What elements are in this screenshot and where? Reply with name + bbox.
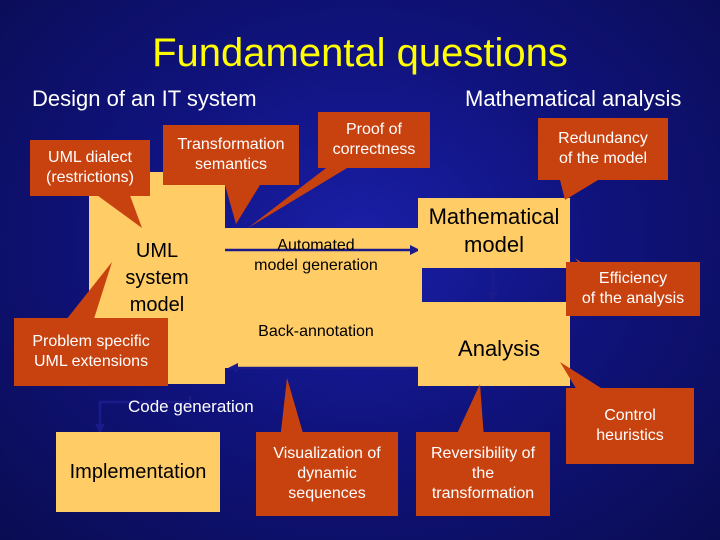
analysis-box — [418, 302, 570, 386]
code-generation-arrow — [95, 396, 192, 434]
uml-dialect-tail — [90, 190, 142, 228]
uml-dialect-callout: UML dialect (restrictions) — [30, 140, 150, 196]
redundancy-tail — [560, 180, 598, 200]
problem-specific-callout: Problem specific UML extensions — [14, 318, 168, 386]
reversibility-callout: Reversibility of the transformation — [416, 432, 550, 516]
slide-title: Fundamental questions — [152, 31, 568, 75]
code-generation-label: Code generation — [128, 397, 254, 416]
transformation-semantics-callout: Transformation semantics — [163, 125, 299, 185]
redundancy-callout: Redundancy of the model — [538, 118, 668, 180]
control-tail — [560, 362, 612, 395]
heading-design: Design of an IT system — [32, 86, 257, 111]
transformation-tail — [225, 185, 260, 224]
uml-system-model-label: UML system model — [125, 240, 189, 316]
visualization-callout: Visualization of dynamic sequences — [256, 432, 398, 516]
efficiency-callout: Efficiency of the analysis — [566, 262, 700, 316]
heading-analysis: Mathematical analysis — [465, 86, 682, 111]
mathematical-model-label: Mathematical model — [428, 204, 560, 257]
implementation-box — [56, 432, 220, 512]
automated-generation-label: Automated model generation — [254, 237, 378, 274]
control-heuristics-callout: Control heuristics — [566, 388, 694, 464]
implementation-label: Implementation — [69, 461, 207, 483]
proof-of-correctness-callout: Proof of correctness — [318, 112, 430, 168]
visualization-tail — [280, 378, 305, 440]
central-connector-area — [222, 228, 422, 368]
problem-specific-tail — [62, 262, 112, 325]
analysis-label: Analysis — [458, 336, 540, 361]
reversibility-tail — [455, 384, 484, 438]
mathematical-model-box — [418, 198, 570, 268]
back-annotation-label: Back-annotation — [258, 323, 374, 340]
proof-tail — [248, 165, 352, 228]
